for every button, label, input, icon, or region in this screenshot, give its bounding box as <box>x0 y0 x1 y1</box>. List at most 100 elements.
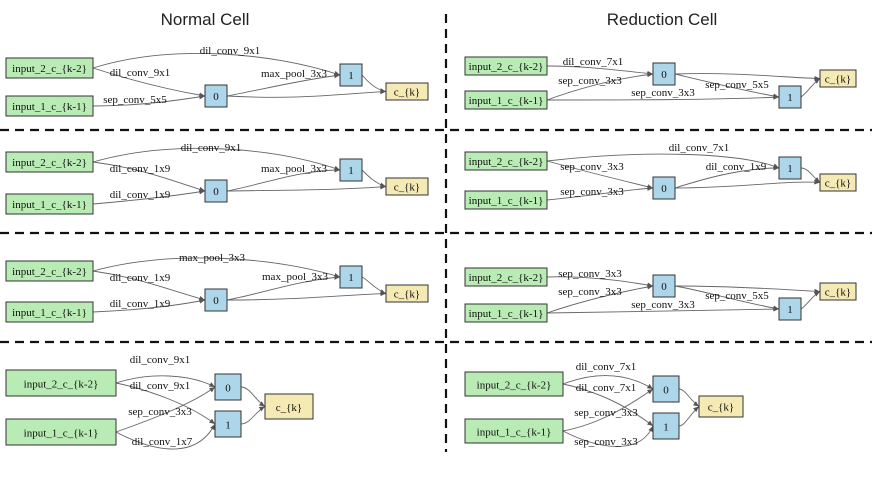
edge-in1-to-n1 <box>546 94 780 101</box>
node-label: 0 <box>213 186 219 198</box>
edge-label: sep_conv_3x3 <box>631 87 695 99</box>
edge-label: sep_conv_5x5 <box>705 79 769 91</box>
edge-label: dil_conv_1x7 <box>132 436 193 448</box>
node-label: c_{k} <box>825 73 851 85</box>
edge-n0-to-out <box>240 386 266 407</box>
input-node <box>464 56 548 76</box>
intermediate-node <box>652 412 680 440</box>
edge-label: dil_conv_7x1 <box>563 56 624 68</box>
edge-label: sep_conv_3x3 <box>560 161 624 173</box>
edge-label: dil_conv_7x1 <box>576 361 637 373</box>
edge-label: sep_conv_5x5 <box>705 290 769 302</box>
intermediate-node <box>204 288 228 312</box>
edge-n0-to-out <box>226 291 387 301</box>
node-label: input_2_c_{k-2} <box>477 380 552 392</box>
node-label: 1 <box>663 422 669 434</box>
edge-label: max_pool_3x3 <box>261 68 327 80</box>
node-label: 1 <box>787 92 793 104</box>
node-label: 0 <box>661 183 667 195</box>
edge-in2-to-n0 <box>92 67 206 98</box>
node-label: input_1_c_{k-1} <box>469 308 544 320</box>
cell-reduction-4: dil_conv_7x1dil_conv_7x1sep_conv_3x3sep_… <box>464 361 744 448</box>
edge-label: dil_conv_1x9 <box>110 189 171 201</box>
edge-label: dil_conv_9x1 <box>200 45 261 57</box>
input-node <box>464 303 548 323</box>
edge-in1-to-n1 <box>115 423 216 450</box>
output-node <box>385 177 429 196</box>
edge-in2-to-n0 <box>546 160 654 190</box>
edge-label: dil_conv_9x1 <box>130 354 191 366</box>
output-node <box>385 82 429 101</box>
input-node <box>5 193 94 215</box>
nodes-normal-1: input_2_c_{k-2}input_1_c_{k-1}01c_{k} <box>5 57 429 117</box>
edge-label: max_pool_3x3 <box>179 252 245 264</box>
edge-in2-to-n1 <box>562 383 654 427</box>
edge-label: sep_conv_3x3 <box>560 186 624 198</box>
reduction-cell-title: Reduction Cell <box>607 10 718 29</box>
edges-normal-4: dil_conv_9x1dil_conv_9x1sep_conv_3x3dil_… <box>115 354 266 450</box>
node-label: 0 <box>661 69 667 81</box>
edge-n1-to-out <box>361 74 387 94</box>
node-label: 0 <box>663 385 669 397</box>
node-label: c_{k} <box>394 288 420 300</box>
edge-in1-to-n1 <box>546 306 780 314</box>
edge-in2-to-n1 <box>546 153 780 169</box>
edge-in2-to-n1 <box>92 53 341 76</box>
edge-n0-to-out <box>674 285 821 294</box>
edges-reduction-4: dil_conv_7x1dil_conv_7x1sep_conv_3x3sep_… <box>562 361 700 448</box>
nodes-reduction-3: input_2_c_{k-2}input_1_c_{k-1}01c_{k} <box>464 267 857 323</box>
cell-normal-4: dil_conv_9x1dil_conv_9x1sep_conv_3x3dil_… <box>5 354 314 450</box>
intermediate-node <box>204 84 228 108</box>
nodes-reduction-1: input_2_c_{k-2}input_1_c_{k-1}01c_{k} <box>464 56 857 110</box>
normal-cell-title: Normal Cell <box>161 10 250 29</box>
node-label: c_{k} <box>394 181 420 193</box>
edge-in2-to-n1 <box>92 257 341 278</box>
intermediate-node <box>652 274 676 298</box>
edge-in1-to-n0 <box>546 284 654 314</box>
edge-in2-to-n0 <box>115 375 216 388</box>
intermediate-node <box>778 297 802 321</box>
input-node <box>5 418 117 446</box>
edge-n1-to-out <box>800 291 821 310</box>
edge-in1-to-n1 <box>562 425 654 447</box>
node-label: c_{k} <box>394 86 420 98</box>
node-label: c_{k} <box>825 177 851 189</box>
edge-n0-to-n1 <box>226 73 341 97</box>
input-node <box>464 267 548 287</box>
node-label: input_2_c_{k-2} <box>469 272 544 284</box>
intermediate-node <box>778 156 802 180</box>
output-node <box>819 69 857 88</box>
input-node <box>5 151 94 173</box>
edge-label: dil_conv_1x9 <box>110 272 171 284</box>
edges-normal-1: dil_conv_9x1 dil_conv_9x1 sep_conv_5x5 max_… <box>92 45 387 107</box>
edge-label: max_pool_3x3 <box>262 271 328 283</box>
edge-in1-to-n0 <box>562 388 654 432</box>
node-label: 1 <box>787 304 793 316</box>
edge-label: dil_conv_9x1 <box>110 67 171 79</box>
edge-n0-to-out <box>674 179 821 189</box>
intermediate-node <box>652 375 680 403</box>
edge-label: dil_conv_9x1 <box>130 380 191 392</box>
nodes-reduction-4: input_2_c_{k-2}input_1_c_{k-1}01c_{k} <box>464 371 744 444</box>
edge-label: sep_conv_5x5 <box>103 94 167 106</box>
edge-in1-to-n0 <box>92 189 206 205</box>
intermediate-node <box>652 62 676 86</box>
output-node <box>264 393 314 420</box>
intermediate-node <box>652 176 676 200</box>
node-label: 1 <box>348 70 354 82</box>
output-node <box>385 284 429 303</box>
edge-n1-to-out <box>361 276 387 295</box>
edge-in2-to-n0 <box>562 375 654 390</box>
cell-normal-2: dil_conv_9x1dil_conv_1x9dil_conv_1x9max_… <box>5 142 429 215</box>
edge-n0-to-out <box>678 388 700 407</box>
edges-normal-3: max_pool_3x3dil_conv_1x9dil_conv_1x9max_… <box>92 252 387 313</box>
edge-in2-to-n0 <box>92 161 206 192</box>
intermediate-node <box>339 158 363 182</box>
intermediate-node <box>214 410 242 438</box>
edge-label: sep_conv_3x3 <box>574 436 638 448</box>
node-label: 0 <box>213 295 219 307</box>
edge-in2-to-n0 <box>92 270 206 301</box>
node-label: input_2_c_{k-2} <box>12 63 87 75</box>
cell-reduction-2: dil_conv_7x1sep_conv_3x3sep_conv_3x3dil_… <box>464 142 857 210</box>
nodes-reduction-2: input_2_c_{k-2}input_1_c_{k-1}01c_{k} <box>464 151 857 210</box>
